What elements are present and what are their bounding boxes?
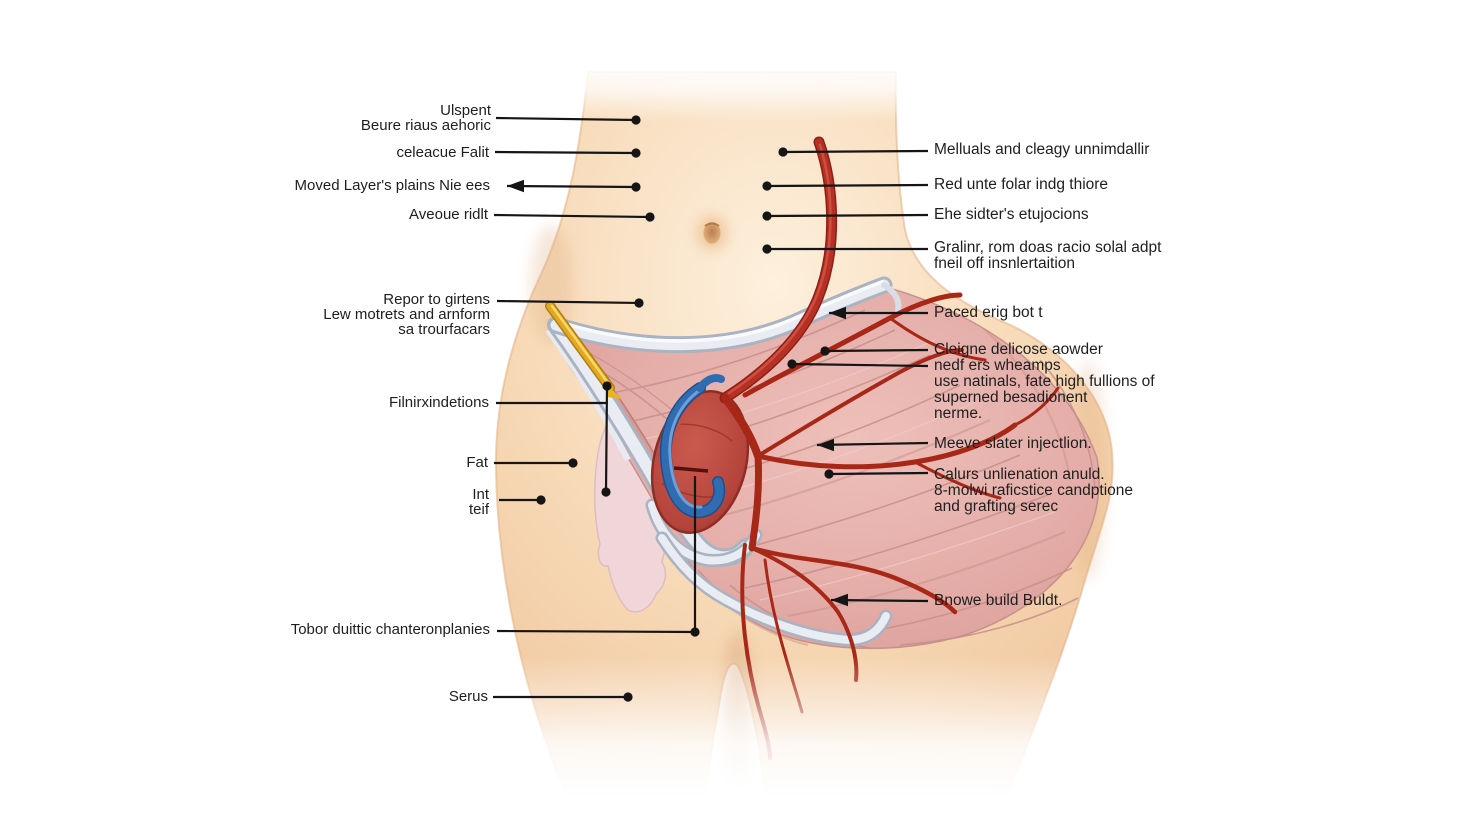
leader-line	[828, 471, 929, 476]
leader-dot	[568, 458, 578, 468]
leader-dot	[824, 469, 834, 479]
leader-line	[782, 149, 929, 154]
top-fade	[470, 50, 1190, 122]
leader-lines	[493, 115, 929, 702]
oval-center-mark	[673, 466, 709, 473]
navel	[697, 216, 727, 250]
leader-dot	[623, 692, 633, 702]
leader-dot	[634, 298, 644, 308]
leader-arrow	[507, 179, 524, 193]
leader-dot	[762, 211, 772, 221]
leader-line	[506, 184, 637, 189]
leader-line	[496, 299, 640, 305]
leader-line	[604, 385, 609, 493]
leader-arrow	[817, 438, 834, 452]
leader-line	[816, 441, 929, 447]
leader-dot	[778, 147, 788, 157]
leader-dot	[787, 359, 797, 369]
leader-dot	[631, 115, 641, 125]
waist-shadow	[530, 225, 574, 345]
leader-line	[791, 362, 929, 368]
needle-probe	[545, 301, 622, 399]
leader-dot	[631, 148, 641, 158]
bottom-fade	[420, 656, 1190, 832]
leader-dot	[762, 181, 772, 191]
leader-line	[766, 183, 929, 188]
leader-dot	[645, 212, 655, 222]
leader-dot	[631, 182, 641, 192]
leader-arrow	[829, 306, 846, 320]
leader-dot	[602, 381, 612, 391]
leader-line	[766, 213, 929, 218]
leader-line	[495, 116, 637, 122]
artery-network	[719, 136, 1060, 760]
leader-arrow	[831, 593, 848, 607]
leader-line	[824, 348, 929, 353]
leader-line	[494, 150, 637, 155]
leader-dot	[762, 244, 772, 254]
leader-dot	[536, 495, 546, 505]
vein-loop	[659, 374, 726, 519]
leader-dot	[820, 346, 830, 356]
leader-dot	[690, 627, 700, 637]
leader-line	[493, 213, 651, 219]
leader-dot	[601, 487, 611, 497]
